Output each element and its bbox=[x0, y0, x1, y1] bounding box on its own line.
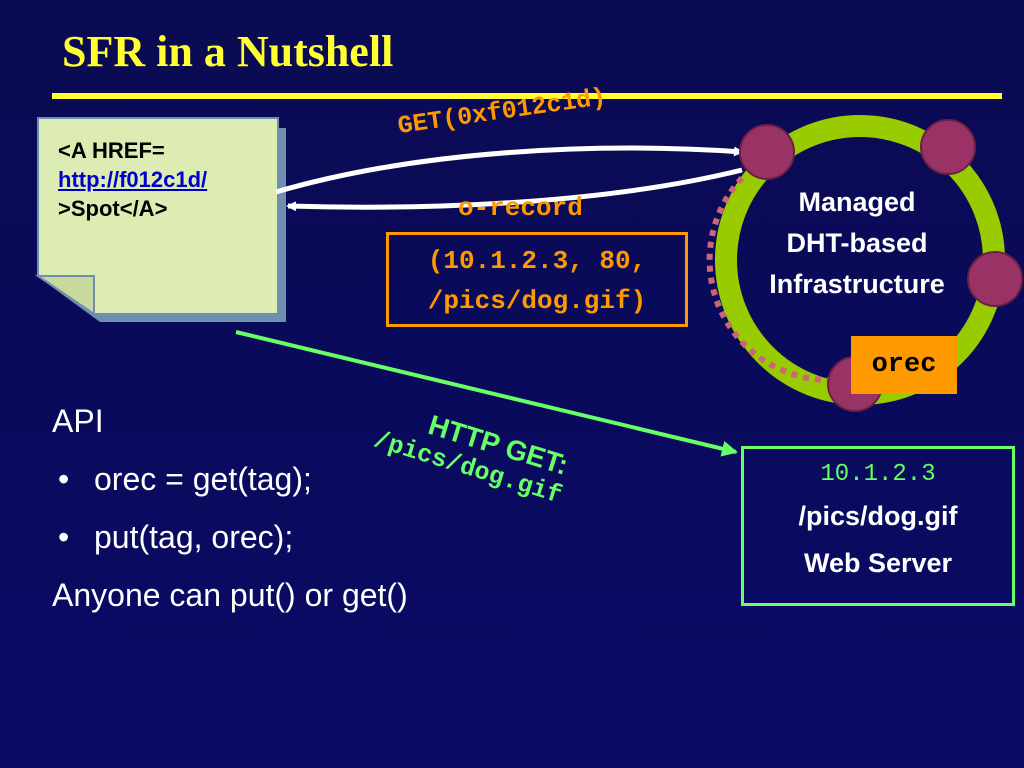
bullet-icon: • bbox=[58, 461, 70, 497]
note-fold bbox=[34, 275, 95, 316]
dht-node bbox=[967, 251, 1023, 307]
dht-node bbox=[739, 124, 795, 180]
dht-label-line3: Infrastructure bbox=[769, 269, 945, 299]
html-note bbox=[34, 117, 286, 322]
get-arrow bbox=[275, 145, 744, 195]
orecord-line1: (10.1.2.3, 80, bbox=[427, 246, 647, 276]
html-anchor-text: <A HREF= http://f012c1d/ >Spot</A> bbox=[58, 136, 207, 223]
anchor-link[interactable]: http://f012c1d/ bbox=[58, 167, 208, 192]
dht-node bbox=[920, 119, 976, 175]
slide-title: SFR in a Nutshell bbox=[62, 27, 394, 76]
web-server-name: Web Server bbox=[803, 548, 953, 578]
api-bullet-text: put(tag, orec); bbox=[94, 519, 294, 555]
api-bullet-item: • orec = get(tag); bbox=[52, 450, 408, 508]
web-server-path: /pics/dog.gif bbox=[798, 501, 958, 531]
get-prefix: GET bbox=[395, 106, 445, 141]
dht-label-line2: DHT-based bbox=[786, 228, 928, 258]
dht-lookup-path bbox=[706, 175, 831, 384]
api-section: API • orec = get(tag); • put(tag, orec); A… bbox=[52, 392, 408, 624]
dht-label-line1: Managed bbox=[798, 187, 916, 217]
anchor-close: >Spot</A> bbox=[58, 196, 168, 221]
anchor-open: <A HREF= bbox=[58, 138, 165, 163]
web-server-ip: 10.1.2.3 bbox=[820, 461, 936, 488]
orecord-arrow bbox=[286, 167, 743, 212]
http-get-arrow bbox=[235, 330, 738, 457]
dht-label: Managed DHT-based Infrastructure bbox=[742, 182, 972, 305]
api-footer: Anyone can put() or get() bbox=[52, 577, 408, 613]
bullet-icon: • bbox=[58, 519, 70, 555]
title-rule bbox=[52, 93, 1002, 99]
orecord-line2: /pics/dog.gif) bbox=[427, 286, 647, 316]
note-page bbox=[37, 117, 279, 315]
orec-badge: orec bbox=[851, 336, 957, 394]
api-bullet-item: • put(tag, orec); bbox=[52, 508, 408, 566]
api-bullet-text: orec = get(tag); bbox=[94, 461, 312, 497]
web-server-box: 10.1.2.3 /pics/dog.gif Web Server bbox=[741, 446, 1015, 606]
orecord-label: o-record bbox=[458, 193, 583, 223]
api-heading: API bbox=[52, 403, 104, 439]
orecord-box: (10.1.2.3, 80, /pics/dog.gif) bbox=[386, 232, 688, 327]
